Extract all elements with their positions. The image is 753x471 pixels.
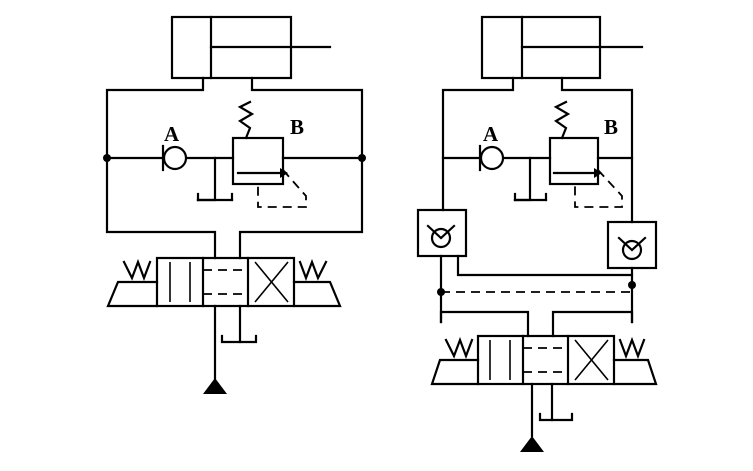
left-pipework [103, 76, 366, 260]
right-pipe-line-b [560, 76, 634, 224]
left-dcv-spring-r [298, 258, 328, 282]
left-label-b: B [290, 115, 304, 139]
right-pocv-right-seat [617, 236, 647, 252]
left-relief-valve-body [231, 136, 285, 186]
left-pump-symbol [203, 378, 227, 394]
right-relief-spring [553, 100, 571, 140]
left-check-valve [161, 144, 188, 172]
left-circuit: A B [103, 15, 366, 394]
right-pilot-check-right [606, 220, 658, 324]
left-junction-a [103, 154, 111, 162]
right-pilot-check-left [416, 208, 634, 324]
left-tank-symbol [220, 334, 258, 344]
right-dcv-solenoid-r [612, 358, 658, 386]
right-dcv-cross-2 [574, 339, 609, 381]
left-dcv-spring-l [122, 258, 152, 282]
right-junction-right [628, 281, 636, 289]
right-dcv-solenoid-l [430, 358, 480, 386]
right-pocv-left-seat [426, 224, 456, 240]
left-dcv-cross-2 [254, 261, 289, 303]
right-drain-line [513, 156, 532, 202]
left-pipe-line-b [238, 76, 364, 260]
right-pipe-to-dcv-a [439, 310, 530, 338]
right-pump-symbol [520, 436, 544, 452]
left-label-a: A [164, 122, 180, 146]
right-pocv-right-ball [621, 239, 643, 261]
right-pipe-line-a [441, 76, 515, 212]
left-directional-valve [106, 256, 342, 394]
right-check-valve-ball [479, 145, 505, 171]
left-relief-arrow-head [280, 168, 288, 178]
right-dcv-spring-l [444, 336, 474, 360]
right-pocv-left-body [416, 208, 468, 258]
right-directional-valve [430, 334, 658, 452]
right-pocv-left-cross [456, 254, 634, 277]
right-relief-pilot-line [574, 169, 623, 208]
left-relief-valve [196, 100, 307, 208]
right-relief-valve [513, 100, 623, 208]
left-drain-line [196, 156, 217, 202]
right-dcv-spring-r [618, 336, 646, 360]
right-circuit: A B [416, 15, 658, 452]
left-check-valve-ball [162, 145, 188, 171]
right-relief-arrow-head [594, 168, 602, 178]
left-relief-spring [237, 100, 255, 140]
left-relief-pilot-line [257, 169, 307, 208]
right-tank-symbol [538, 412, 574, 422]
right-pipe-to-dcv-b [551, 310, 634, 338]
left-junction-b [358, 154, 366, 162]
left-hydraulic-cylinder [170, 15, 332, 80]
left-dcv-solenoid-r [292, 280, 342, 308]
right-hydraulic-cylinder [480, 15, 644, 80]
right-pocv-right-body [606, 220, 658, 270]
right-label-b: B [604, 115, 618, 139]
left-dcv-solenoid-l [106, 280, 159, 308]
right-dcv-body [476, 334, 616, 386]
left-dcv-body [155, 256, 296, 308]
right-label-a: A [483, 122, 499, 146]
right-check-valve [478, 144, 505, 172]
left-pipe-line-a [105, 76, 217, 260]
right-pocv-left-ball [430, 227, 452, 249]
right-pipework [441, 76, 634, 224]
right-relief-valve-body [548, 136, 600, 186]
